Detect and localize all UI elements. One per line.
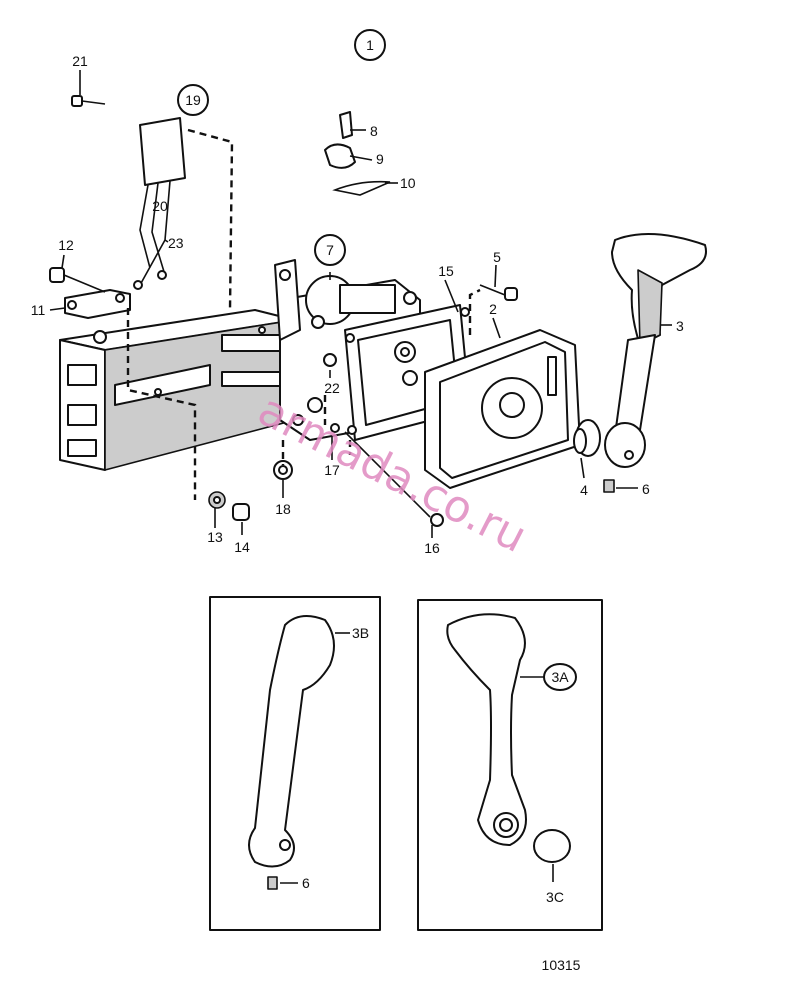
callout-9: 9	[376, 151, 384, 167]
callout-2: 2	[489, 301, 497, 317]
callout-10: 10	[400, 175, 416, 191]
callout-23: 23	[168, 235, 184, 251]
set-screw-6	[603, 479, 615, 493]
callout-5: 5	[493, 249, 501, 265]
screw-16-17	[330, 423, 444, 527]
callout-20: 20	[152, 198, 168, 214]
nut-13-14	[208, 491, 250, 521]
callout-21: 21	[72, 53, 88, 69]
screw-21	[71, 95, 106, 107]
bolt-5	[479, 284, 518, 301]
callout-7-label: 7	[326, 242, 334, 258]
callout-3a: 3A	[543, 663, 577, 691]
callout-7: 7	[314, 234, 346, 266]
leader-lines	[49, 70, 672, 538]
switch-box	[133, 117, 186, 290]
callout-3c: 3C	[546, 889, 564, 905]
callout-11: 11	[31, 302, 46, 318]
callout-16: 16	[424, 540, 440, 556]
figure-number: 10315	[542, 957, 581, 973]
callout-22: 22	[324, 380, 340, 396]
callout-1-label: 1	[366, 37, 374, 53]
control-lever	[573, 233, 707, 468]
callout-14: 14	[234, 539, 250, 555]
bolt-12	[49, 267, 106, 293]
callout-18: 18	[275, 501, 291, 517]
callout-17: 17	[324, 462, 340, 478]
callout-1: 1	[354, 29, 386, 61]
callout-15: 15	[438, 263, 454, 279]
nut-18	[273, 460, 293, 480]
callout-8: 8	[370, 123, 378, 139]
callout-19: 19	[177, 84, 209, 116]
callout-12: 12	[58, 237, 74, 253]
pin-8-9-10	[324, 111, 391, 196]
callout-3b: 3B	[352, 625, 369, 641]
bracket-11	[64, 289, 131, 319]
inset-panel-3a-3c	[417, 599, 603, 931]
callout-4: 4	[580, 482, 588, 498]
callout-3a-label: 3A	[551, 669, 569, 685]
mounting-bracket	[59, 309, 296, 471]
callout-13: 13	[207, 529, 223, 545]
callout-6-top: 6	[642, 481, 650, 497]
inset-panel-3b	[209, 596, 381, 931]
callout-3: 3	[676, 318, 684, 334]
cover-plate	[424, 329, 581, 489]
callout-6-inset: 6	[302, 875, 310, 891]
callout-19-label: 19	[185, 92, 201, 108]
